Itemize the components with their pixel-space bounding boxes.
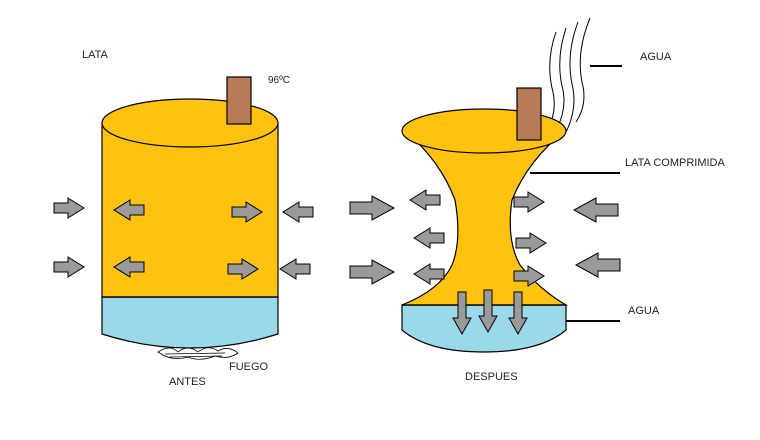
arrow-icon bbox=[349, 259, 395, 285]
arrow-icon bbox=[409, 189, 441, 211]
leader-lines bbox=[530, 65, 622, 322]
label-can: LATA bbox=[82, 49, 108, 61]
label-fire: FUEGO bbox=[229, 361, 269, 373]
arrow-icon bbox=[282, 201, 314, 223]
thermometer-icon bbox=[516, 87, 542, 141]
water-stream bbox=[547, 17, 591, 133]
arrow-icon bbox=[413, 263, 445, 285]
arrow-icon bbox=[279, 258, 311, 280]
down-arrows bbox=[452, 289, 528, 335]
can-after bbox=[349, 17, 622, 353]
arrow-icon bbox=[575, 252, 621, 278]
label-temperature: 96ºC bbox=[268, 75, 290, 86]
can-before bbox=[53, 76, 314, 360]
thermometer-icon bbox=[226, 76, 252, 125]
arrow-icon bbox=[513, 191, 545, 213]
arrow-icon bbox=[53, 256, 85, 278]
label-after: DESPUES bbox=[465, 371, 518, 383]
can-top bbox=[101, 98, 279, 148]
label-water-bottom: AGUA bbox=[628, 305, 660, 317]
label-compressed-can: LATA COMPRIMIDA bbox=[625, 157, 725, 169]
label-before: ANTES bbox=[169, 376, 206, 388]
arrow-icon bbox=[349, 195, 395, 221]
arrow-icon bbox=[573, 197, 619, 223]
arrow-icon bbox=[413, 227, 445, 249]
label-water-top: AGUA bbox=[640, 51, 672, 63]
arrow-icon bbox=[515, 232, 547, 254]
water-after bbox=[401, 304, 567, 353]
fire-icon bbox=[157, 347, 239, 360]
arrow-icon bbox=[53, 197, 85, 219]
water-before bbox=[101, 296, 279, 349]
